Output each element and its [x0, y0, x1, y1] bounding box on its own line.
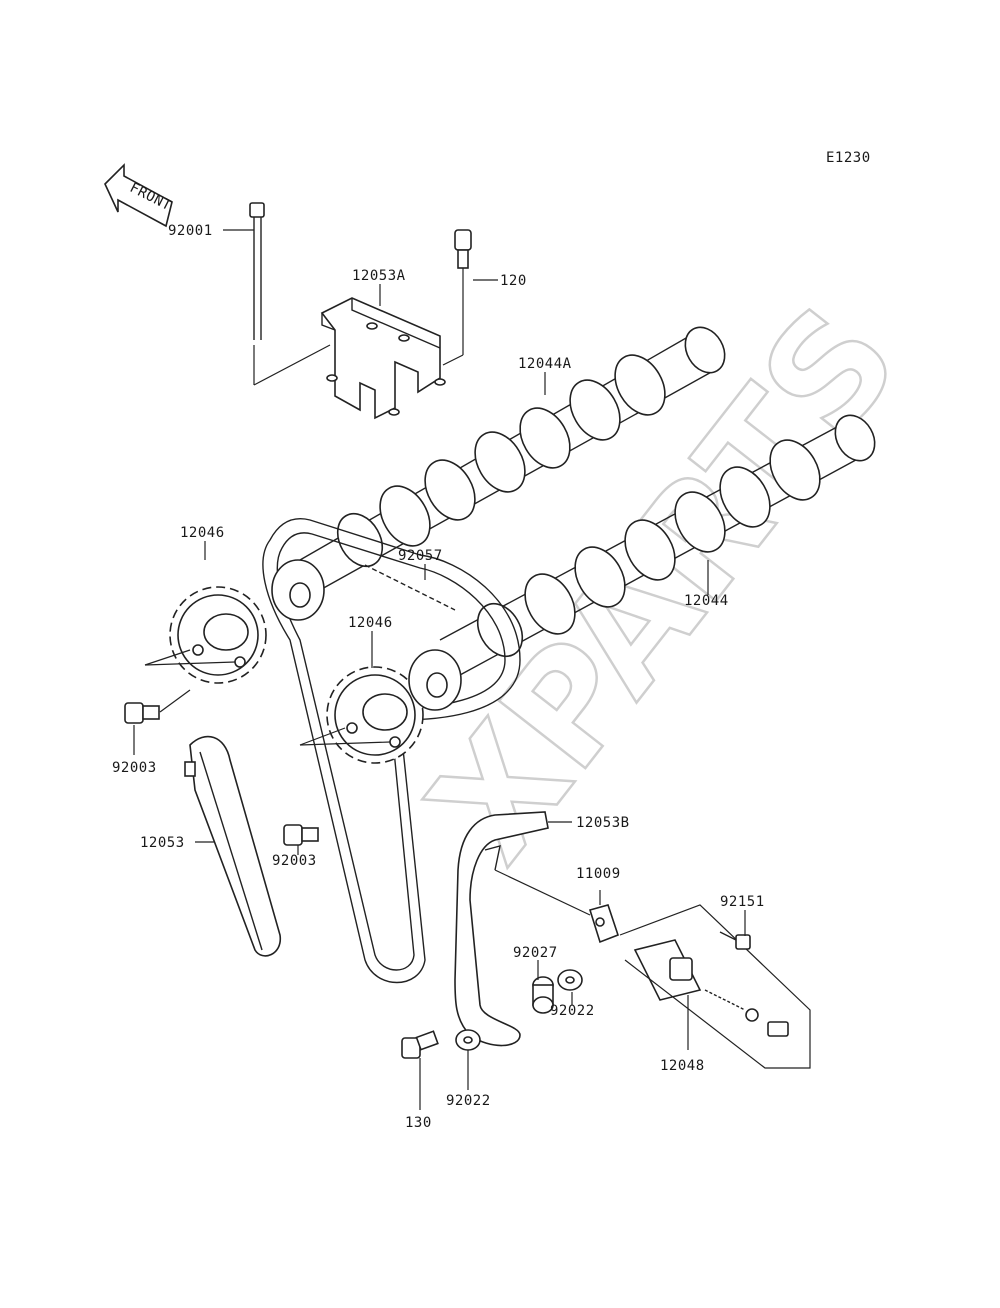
tensioner-guide-12053b: [454, 811, 549, 1047]
label-12048: 12048: [660, 1058, 705, 1074]
label-92003-right: 92003: [272, 853, 317, 869]
label-92151: 92151: [720, 894, 765, 910]
label-130: 130: [405, 1115, 432, 1131]
bolt-130: [401, 1030, 439, 1059]
front-arrow-icon: FRONT: [104, 163, 174, 228]
label-120: 120: [500, 273, 527, 289]
chain-tensioner-12048: [619, 904, 811, 1069]
label-12044a: 12044A: [518, 356, 572, 372]
cam-chain-92057: [262, 518, 521, 984]
camshaft-hub-lower-center: [426, 672, 448, 698]
sprocket-12046-left: [144, 586, 267, 684]
bolt-92003-left: [124, 689, 191, 724]
sprocket-12046-middle: [299, 666, 424, 764]
camshaft-12044a: [299, 326, 726, 591]
label-92003-left: 92003: [112, 760, 157, 776]
washer-92022-a: [557, 969, 583, 991]
label-12053a: 12053A: [352, 268, 406, 284]
label-92022-bottom: 92022: [446, 1093, 491, 1109]
washer-92022-b: [455, 1029, 481, 1051]
label-12044: 12044: [684, 593, 729, 609]
bolt-120: [454, 229, 472, 269]
camshaft-hub-upper-center: [289, 582, 311, 608]
label-12053b: 12053B: [576, 815, 630, 831]
label-12046-left: 12046: [180, 525, 225, 541]
bolt-92003-right: [283, 824, 319, 846]
label-92022-right: 92022: [550, 1003, 595, 1019]
collar-92027: [532, 976, 554, 1014]
label-12046-middle: 12046: [348, 615, 393, 631]
long-bolt-92001: [249, 202, 331, 386]
chain-guide-12053: [184, 735, 281, 957]
label-12053: 12053: [140, 835, 185, 851]
gasket-11009: [494, 869, 619, 944]
label-92027: 92027: [513, 945, 558, 961]
camshaft-12044: [439, 414, 876, 676]
upper-chain-guide-12053a: [320, 268, 464, 420]
leader-lines: [133, 229, 746, 1110]
label-92001: 92001: [168, 223, 213, 239]
label-92057: 92057: [398, 548, 443, 564]
diagram-code: E1230: [826, 150, 871, 166]
label-11009: 11009: [576, 866, 621, 882]
watermark: XPARTS: [397, 275, 932, 892]
bolt-92151: [719, 931, 751, 950]
